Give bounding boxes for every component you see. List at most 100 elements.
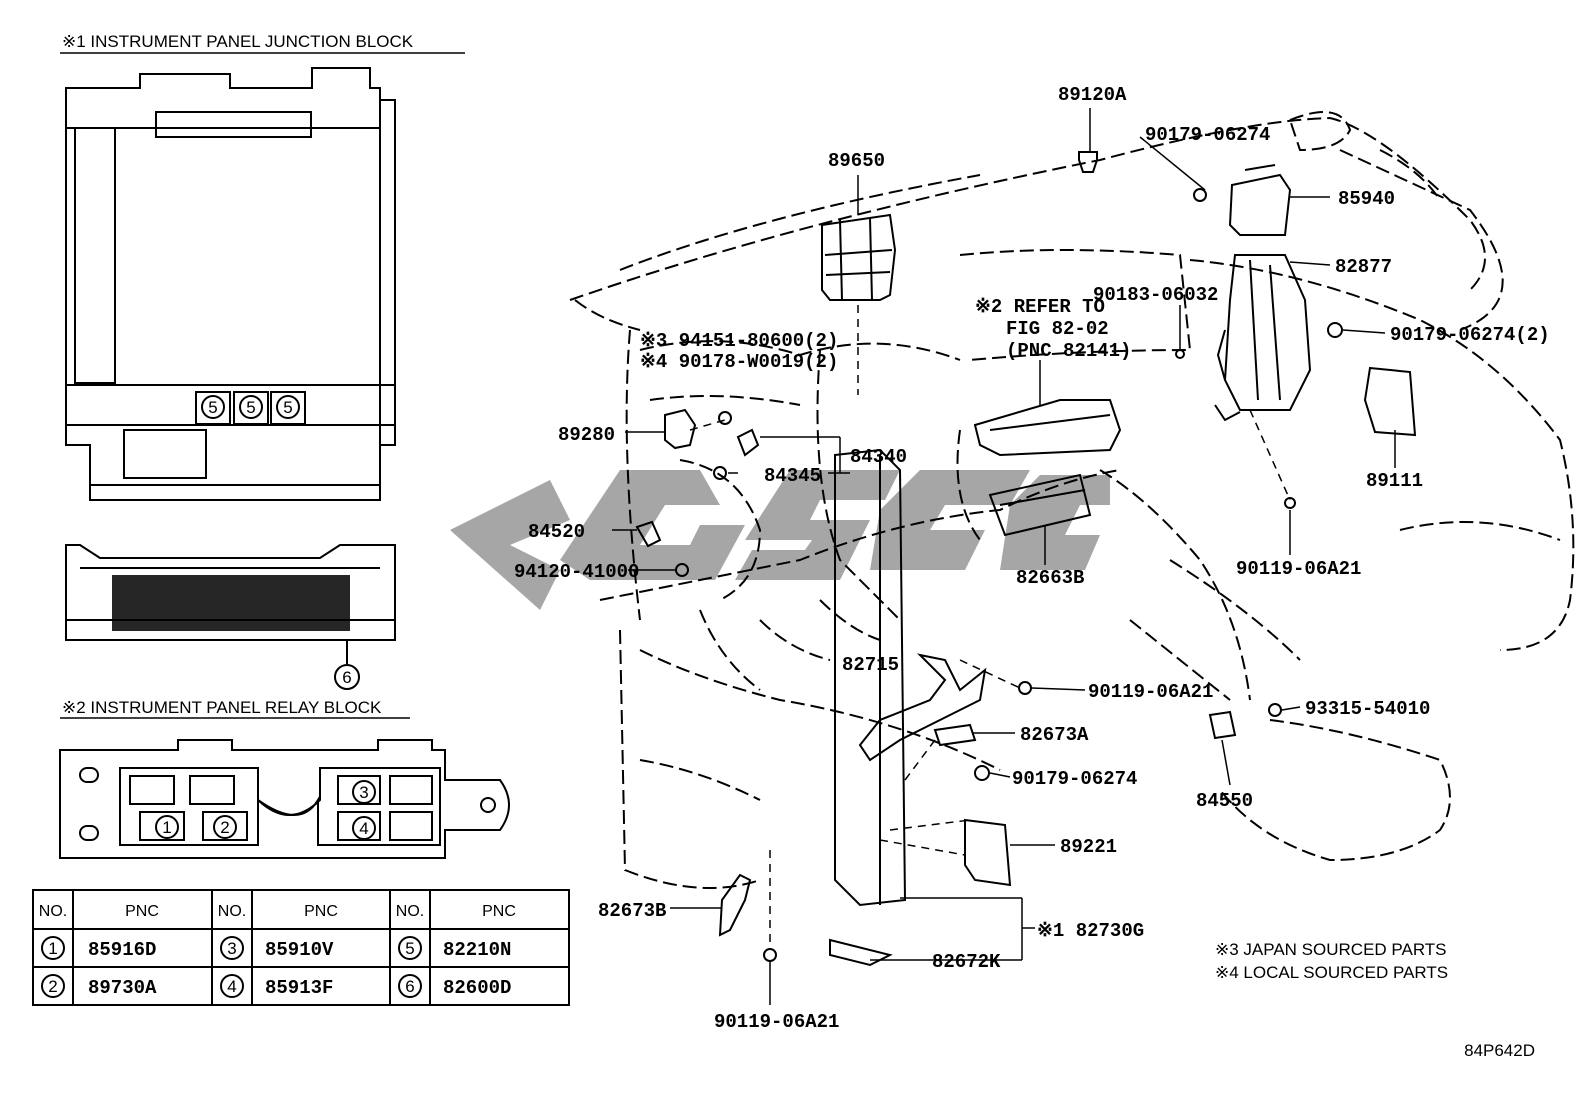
junction-marker-5c (276, 395, 300, 419)
relay-marker-2-text: 2 (220, 818, 229, 837)
table-cell-pnc: 85916D (88, 939, 156, 961)
part-label-89120A: 89120A (1058, 84, 1127, 106)
dashboard-outline (569, 111, 1575, 889)
part-label-82672K: 82672K (932, 951, 1001, 973)
junction-block-header: ※1 INSTRUMENT PANEL JUNCTION BLOCK (62, 32, 414, 51)
table-circle-2 (41, 974, 65, 998)
table-cell-no: 4 (227, 977, 236, 996)
part-89221-sketch (964, 818, 1012, 887)
table-cell-no: 6 (405, 977, 414, 996)
part-label-89221: 89221 (1060, 836, 1117, 858)
part-label-90183-06032: 90183-06032 (1093, 284, 1218, 306)
leader-lines (612, 108, 1396, 1005)
part-label-82673B: 82673B (598, 900, 666, 922)
part-label-84340: 84340 (850, 446, 907, 468)
part-82715-sketch (858, 653, 987, 762)
relay-marker-1 (155, 815, 179, 839)
part-label-89650: 89650 (828, 150, 885, 172)
part-label-84345: 84345 (764, 465, 821, 487)
table-circle-4 (220, 974, 244, 998)
table-cell-no: 3 (227, 939, 236, 958)
watermark-logo (450, 470, 1110, 610)
part-label-90179-06274-low: 90179-06274 (1012, 768, 1137, 790)
refer-note-line1: ※2 REFER TO (975, 296, 1105, 318)
note-japan-sourced: ※3 JAPAN SOURCED PARTS (1215, 940, 1447, 959)
table-header-no-3: NO. (396, 903, 424, 920)
junction-connector-drawing (65, 544, 396, 664)
table-cell-no: 1 (48, 939, 57, 958)
table-cell-no: 5 (405, 939, 414, 958)
part-label-94120-41000: 94120-41000 (514, 561, 639, 583)
part-82663B-sketch (988, 473, 1092, 537)
junction-block-drawing (65, 67, 396, 501)
relay-block-drawing (59, 739, 510, 859)
table-cell-pnc: 89730A (88, 977, 157, 999)
part-82673A-sketch (933, 723, 977, 747)
pnc-table-grid (32, 889, 570, 1006)
part-label-90119-06A21-mid: 90119-06A21 (1088, 681, 1213, 703)
part-label-90178-W0019: ※4 90178-W0019(2) (640, 351, 838, 373)
figure-code: 84P642D (1464, 1041, 1535, 1060)
part-82877-sketch (1214, 254, 1312, 422)
junction-marker-5a (201, 395, 225, 419)
part-label-84550: 84550 (1196, 790, 1253, 812)
part-89280-sketch (664, 408, 697, 450)
table-circle-6 (398, 974, 422, 998)
junction-marker-5b-text: 5 (246, 398, 255, 417)
relay-marker-3 (352, 780, 376, 804)
part-label-82673A: 82673A (1020, 724, 1089, 746)
note-local-sourced: ※4 LOCAL SOURCED PARTS (1215, 963, 1448, 982)
part-label-90119-06A21-bottom: 90119-06A21 (714, 1011, 839, 1033)
relay-marker-2 (213, 815, 237, 839)
part-82672K-sketch (829, 938, 893, 967)
relay-marker-1-text: 1 (162, 818, 171, 837)
table-cell-no: 2 (48, 977, 57, 996)
part-label-82877: 82877 (1335, 256, 1392, 278)
part-label-82715: 82715 (842, 654, 899, 676)
dashed-leaders (689, 305, 1291, 950)
relay-block-header: ※2 INSTRUMENT PANEL RELAY BLOCK (62, 698, 382, 717)
part-89111-sketch (1363, 366, 1417, 437)
table-header-pnc-1: PNC (125, 903, 159, 920)
relay-marker-4 (352, 816, 376, 840)
part-85940-sketch (1228, 164, 1292, 236)
relay-marker-3-text: 3 (359, 783, 368, 802)
part-label-84520: 84520 (528, 521, 585, 543)
refer-note-line3: (PNC 82141) (1006, 340, 1131, 362)
table-cell-pnc: 82600D (443, 977, 511, 999)
table-header-pnc-2: PNC (304, 903, 338, 920)
table-circle-5 (398, 936, 422, 960)
relay-marker-4-text: 4 (359, 819, 368, 838)
table-cell-pnc: 85910V (265, 939, 334, 961)
part-label-82663B: 82663B (1016, 567, 1084, 589)
part-label-90119-06A21-right: 90119-06A21 (1236, 558, 1361, 580)
part-label-89111: 89111 (1366, 470, 1423, 492)
table-cell-pnc: 85913F (265, 977, 333, 999)
part-label-89280: 89280 (558, 424, 615, 446)
table-header-no-1: NO. (39, 903, 67, 920)
junction-marker-5c-text: 5 (283, 398, 292, 417)
part-relay-block-sketch (973, 399, 1122, 457)
part-84550-sketch (1208, 710, 1237, 740)
part-label-82730G: ※1 82730G (1037, 920, 1144, 942)
junction-marker-6-text: 6 (342, 668, 351, 687)
junction-marker-5a-text: 5 (208, 398, 217, 417)
refer-note-line2: FIG 82-02 (1006, 318, 1109, 340)
table-cell-pnc: 82210N (443, 939, 511, 961)
part-label-85940: 85940 (1338, 188, 1395, 210)
junction-marker-5b (239, 395, 263, 419)
part-82673B-sketch (718, 873, 752, 937)
part-84520-sketch (635, 520, 662, 548)
text-layer: ※1 INSTRUMENT PANEL JUNCTION BLOCK ※2 IN… (39, 32, 1550, 1060)
part-84340-sketch (736, 428, 760, 457)
part-label-90179-06274-2: 90179-06274(2) (1390, 324, 1550, 346)
junction-marker-6 (334, 664, 360, 690)
part-label-94151-80600: ※3 94151-80600(2) (640, 330, 838, 352)
table-header-pnc-3: PNC (482, 903, 516, 920)
table-header-no-2: NO. (218, 903, 246, 920)
table-circle-1 (41, 936, 65, 960)
part-label-93315-54010: 93315-54010 (1305, 698, 1430, 720)
table-circle-3 (220, 936, 244, 960)
part-89120A-sketch (1078, 151, 1098, 173)
